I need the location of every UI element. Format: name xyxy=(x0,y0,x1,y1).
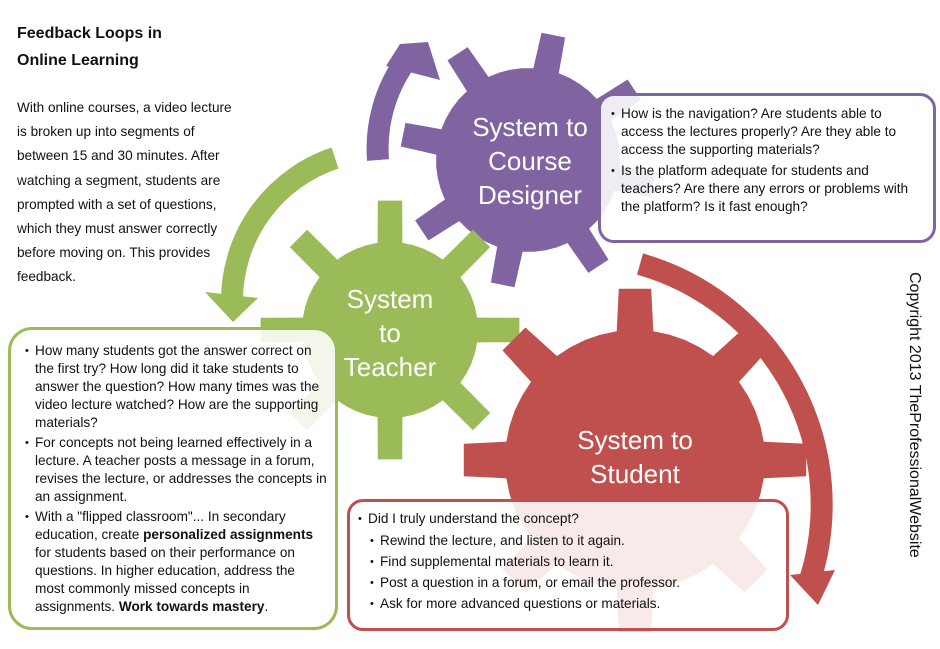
copyright-notice: Copyright 2013 TheProfessionalWebsite xyxy=(906,272,923,558)
student-callout: Did I truly understand the concept? Rewi… xyxy=(347,499,789,631)
callout-sub-bullet: Rewind the lecture, and listen to it aga… xyxy=(370,532,776,550)
gear-designer-icon xyxy=(400,32,656,288)
gear-label-teacher: System to Teacher xyxy=(320,282,460,384)
callout-bullet: Did I truly understand the concept? xyxy=(358,510,776,528)
gear-label-line: System to xyxy=(472,112,588,142)
gear-label-line: Course xyxy=(488,146,572,176)
callout-sub-bullet: Find supplemental materials to learn it. xyxy=(370,553,776,571)
gear-label-line: Student xyxy=(590,459,680,489)
curved-arrow-purple xyxy=(366,42,440,161)
curved-arrow-green xyxy=(205,147,339,322)
gear-label-line: Teacher xyxy=(343,352,437,382)
intro-paragraph: With online courses, a video lecture is … xyxy=(17,100,232,285)
callout-sub-bullet: Ask for more advanced questions or mater… xyxy=(370,595,776,613)
gear-label-line: System xyxy=(346,284,434,314)
title-line-2: Online Learning xyxy=(17,52,139,69)
callout-sub-bullet: Post a question in a forum, or email the… xyxy=(370,574,776,592)
gear-label-course-designer: System to Course Designer xyxy=(450,110,610,212)
bullet-emphasis: personalized assignments xyxy=(143,527,314,542)
callout-bullet: How is the navigation? Are students able… xyxy=(611,105,925,159)
bullet-text: for students based on their performance … xyxy=(35,545,295,614)
course-designer-callout: How is the navigation? Are students able… xyxy=(598,93,936,243)
bullet-text: . xyxy=(264,599,269,614)
gear-label-line: System to xyxy=(577,425,693,455)
callout-bullet: Is the platform adequate for students an… xyxy=(611,162,925,216)
gear-label-line: to xyxy=(379,318,401,348)
page-title: Feedback Loops in Online Learning xyxy=(17,20,237,74)
callout-bullet: With a "flipped classroom"... In seconda… xyxy=(25,508,327,616)
teacher-callout: How many students got the answer correct… xyxy=(8,327,338,630)
callout-bullet: How many students got the answer correct… xyxy=(25,342,327,432)
callout-bullet: For concepts not being learned effective… xyxy=(25,434,327,506)
title-line-1: Feedback Loops in xyxy=(17,25,162,42)
bullet-emphasis: Work towards mastery xyxy=(118,599,265,614)
gear-label-student: System to Student xyxy=(540,423,730,491)
curved-arrow-red xyxy=(636,253,835,605)
bullet-text: With a "flipped classroom"... In seconda… xyxy=(35,509,286,542)
gear-label-line: Designer xyxy=(477,180,583,210)
